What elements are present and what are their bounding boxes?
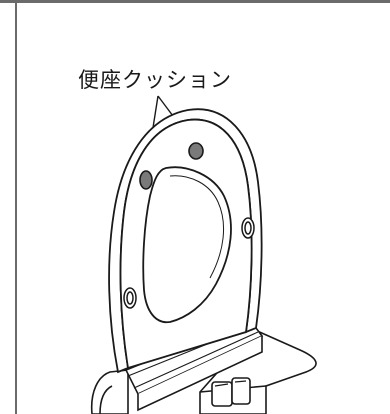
side-bumper-lower-left — [123, 287, 137, 309]
seat-cushion-left — [139, 170, 153, 190]
seat-cushion-right — [188, 142, 204, 160]
seat-opening — [142, 166, 232, 324]
seat-opening-inner-edge — [169, 175, 225, 279]
seat-cushion-label: 便座クッション — [78, 68, 232, 92]
seat-cushions — [139, 142, 204, 190]
top-frame-rule — [0, 0, 390, 3]
left-frame-rule — [15, 0, 17, 414]
side-bumpers — [123, 217, 255, 309]
side-bumper-upper-right — [241, 217, 255, 239]
toilet-base — [90, 329, 317, 414]
